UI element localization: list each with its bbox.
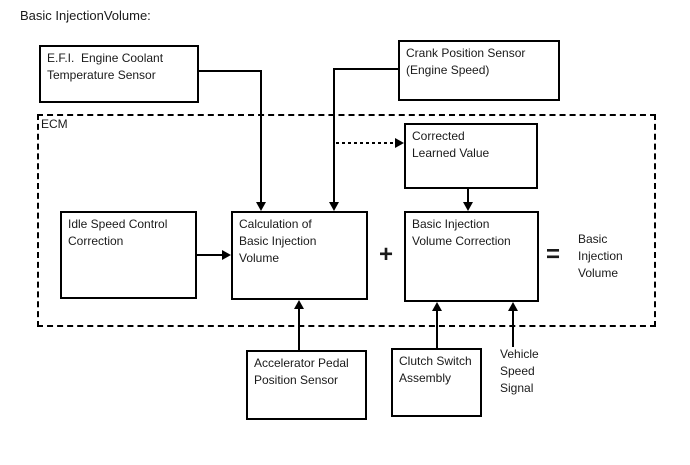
accelerator-to-calculation-line	[298, 308, 300, 350]
arrow-down-icon	[329, 202, 339, 211]
efi-connector-vertical-line	[260, 70, 262, 203]
equals-operator: =	[546, 241, 561, 268]
crank-to-corrected-dashed-line	[336, 142, 395, 144]
clutch-to-correction-line	[436, 310, 438, 348]
crank-connector-vertical-line	[333, 68, 335, 203]
box-crank-position-sensor: Crank Position Sensor (Engine Speed)	[398, 40, 560, 101]
arrow-down-icon	[463, 202, 473, 211]
crank-connector-horizontal-line	[334, 68, 398, 70]
box-clutch-switch-assembly: Clutch Switch Assembly	[391, 348, 482, 417]
vehicle-speed-signal-label: Vehicle Speed Signal	[500, 347, 539, 395]
box-corrected-learned-value: Corrected Learned Value	[404, 123, 538, 189]
box-basic-injection-volume-correction: Basic Injection Volume Correction	[404, 211, 539, 302]
page-title: Basic InjectionVolume:	[20, 8, 151, 23]
arrow-right-icon	[395, 138, 404, 148]
ecm-boundary	[37, 114, 656, 327]
vehicle-speed-to-correction-line	[512, 310, 514, 347]
corrected-to-correction-line	[467, 189, 469, 203]
result-label-basic-injection-volume: Basic Injection Volume	[578, 232, 623, 280]
box-calculation-basic-injection-volume: Calculation of Basic Injection Volume	[231, 211, 368, 300]
box-efi-coolant-temp-sensor: E.F.I. Engine Coolant Temperature Sensor	[39, 45, 199, 103]
box-idle-speed-control-correction: Idle Speed Control Correction	[60, 211, 197, 299]
plus-operator: +	[379, 241, 394, 268]
arrow-up-icon	[508, 302, 518, 311]
arrow-up-icon	[294, 300, 304, 309]
arrow-up-icon	[432, 302, 442, 311]
efi-connector-horizontal-line	[199, 70, 262, 72]
ecm-label: ECM	[41, 117, 68, 131]
arrow-right-icon	[222, 250, 231, 260]
arrow-down-icon	[256, 202, 266, 211]
box-accelerator-pedal-position-sensor: Accelerator Pedal Position Sensor	[246, 350, 367, 420]
idle-to-calculation-line	[197, 254, 223, 256]
